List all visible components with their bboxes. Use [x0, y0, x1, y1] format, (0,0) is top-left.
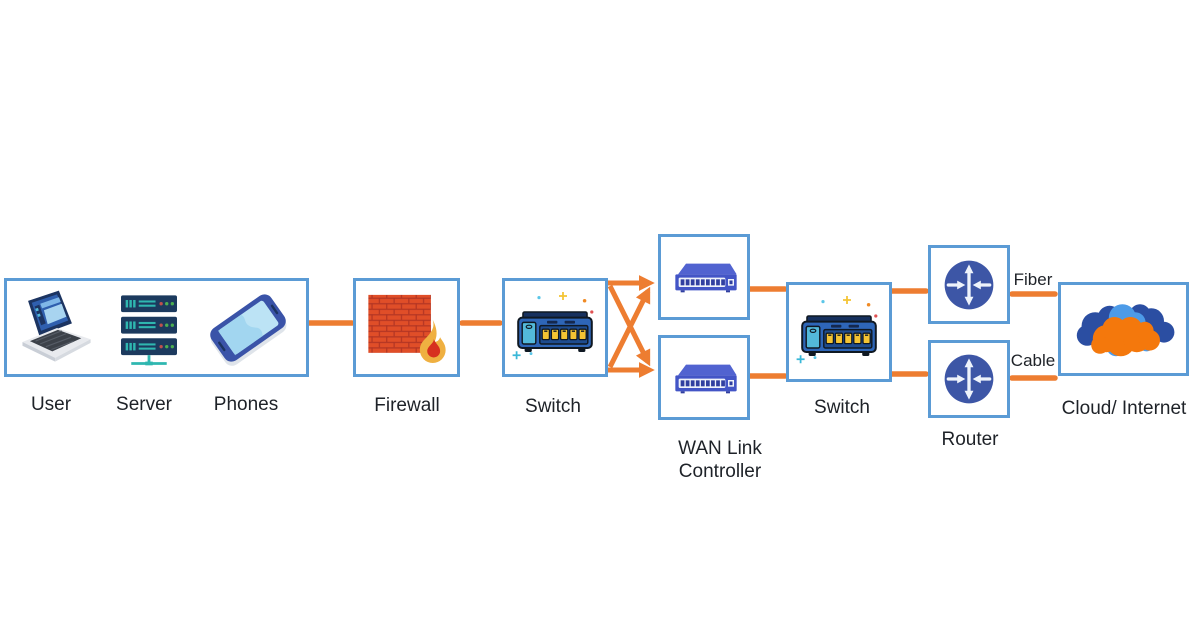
cloud-box: [1058, 282, 1189, 376]
switch2-box: [786, 282, 892, 382]
server-label: Server: [116, 394, 172, 415]
endpoints-row: [7, 286, 306, 370]
flame-icon: [419, 319, 446, 363]
phones-label: Phones: [213, 394, 279, 415]
router-bottom-box: [928, 340, 1010, 418]
endpoints-box: [4, 278, 309, 377]
firewall-label: Firewall: [374, 395, 440, 416]
network-switch-icon: [791, 292, 887, 372]
wan-link-controller-icon: [667, 358, 741, 398]
router-arrows-icon: [938, 254, 1000, 316]
brick-wall: [367, 294, 431, 353]
switch1-box: [502, 278, 608, 377]
cloud-icon: [1076, 304, 1174, 357]
cable-link-label: Cable: [1010, 351, 1056, 370]
fiber-link-label: Fiber: [1013, 270, 1053, 289]
firewall-brick-flame-icon: [367, 294, 446, 363]
wan-label-line2: Controller: [678, 461, 762, 482]
router-top-box: [928, 245, 1010, 324]
firewall-box: [353, 278, 460, 377]
cloud-internet-label: Cloud/ Internet: [1061, 398, 1187, 419]
wan-label-line1: WAN Link: [678, 438, 762, 459]
laptop-icon: [22, 290, 91, 362]
user-label: User: [30, 394, 72, 415]
server-rack-icon: [120, 294, 177, 365]
server-unit: [120, 337, 177, 355]
switch2-label: Switch: [814, 397, 870, 418]
smartphone-icon: [210, 293, 287, 366]
wan-controller-bottom-box: [658, 335, 750, 420]
router-arrows-icon: [938, 348, 1000, 410]
wan-link-controller-icon: [667, 257, 741, 297]
wan-controller-top-box: [658, 234, 750, 320]
switch1-label: Switch: [525, 396, 581, 417]
crossover-line-diag-up: [607, 286, 651, 369]
router-label: Router: [941, 429, 999, 450]
network-switch-icon: [507, 288, 603, 368]
server-unit: [120, 316, 177, 334]
server-unit: [120, 294, 177, 312]
